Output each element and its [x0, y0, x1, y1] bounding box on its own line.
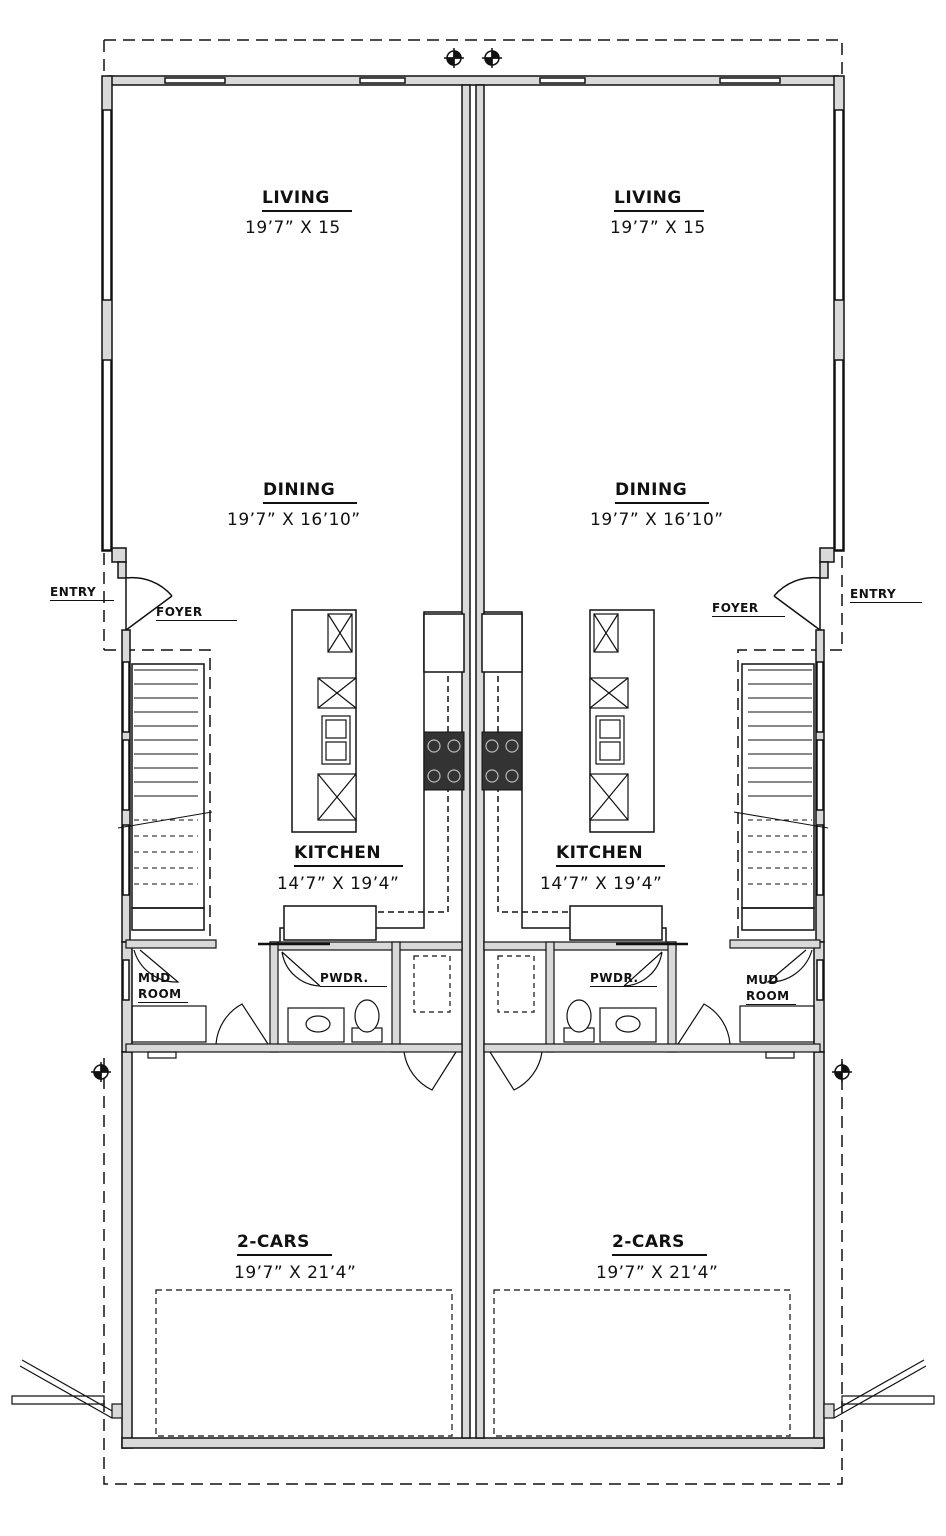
garage-door: [155, 1289, 791, 1437]
stairs: [117, 663, 829, 931]
side-gate: [11, 1359, 935, 1419]
right-room-label: ROOM: [746, 990, 796, 1005]
interior-walls: [125, 939, 821, 1053]
powder-room-fixtures: [281, 951, 663, 1043]
right-foyer-label: FOYER: [712, 602, 785, 617]
left-powder-room-label: PWDR.: [320, 972, 387, 987]
left-kitchen-dimensions: 14’7” X 19’4”: [277, 874, 400, 894]
left-garage-label: 2-CARS: [237, 1234, 332, 1256]
survey-marker-icon: [91, 48, 852, 1082]
right-dining-dimensions: 19’7” X 16’10”: [590, 510, 724, 530]
left-living-label: LIVING: [262, 190, 352, 212]
left-room-label: ROOM: [138, 988, 188, 1003]
left-kitchen-label: KITCHEN: [294, 845, 404, 867]
right-dining-label: DINING: [615, 482, 710, 504]
right-living-label: LIVING: [614, 190, 704, 212]
right-powder-room-label: PWDR.: [590, 972, 657, 987]
exterior-walls: [101, 75, 845, 1449]
right-garage-dimensions: 19’7” X 21’4”: [596, 1263, 719, 1283]
right-living-dimensions: 19’7” X 15: [610, 218, 706, 238]
windows: [102, 77, 844, 1001]
left-living-dimensions: 19’7” X 15: [245, 218, 341, 238]
kitchen-island: [291, 609, 655, 833]
left-garage-dimensions: 19’7” X 21’4”: [234, 1263, 357, 1283]
right-garage-label: 2-CARS: [612, 1234, 707, 1256]
closet: [403, 955, 543, 1091]
entry-door: [125, 576, 821, 631]
property-outline: [103, 39, 843, 1485]
left-mud-label: MUD: [138, 971, 171, 985]
cooktop: [423, 731, 523, 791]
kitchen-counter: [258, 611, 688, 946]
left-dining-label: DINING: [263, 482, 358, 504]
right-mud-label: MUD: [746, 973, 779, 987]
left-foyer-label: FOYER: [156, 606, 237, 621]
right-kitchen-dimensions: 14’7” X 19’4”: [540, 874, 663, 894]
right-entry-label: ENTRY: [850, 588, 923, 603]
left-entry-label: ENTRY: [50, 586, 115, 601]
mud-room-fixtures: [131, 949, 815, 1059]
left-dining-dimensions: 19’7” X 16’10”: [227, 510, 361, 530]
right-kitchen-label: KITCHEN: [556, 845, 666, 867]
